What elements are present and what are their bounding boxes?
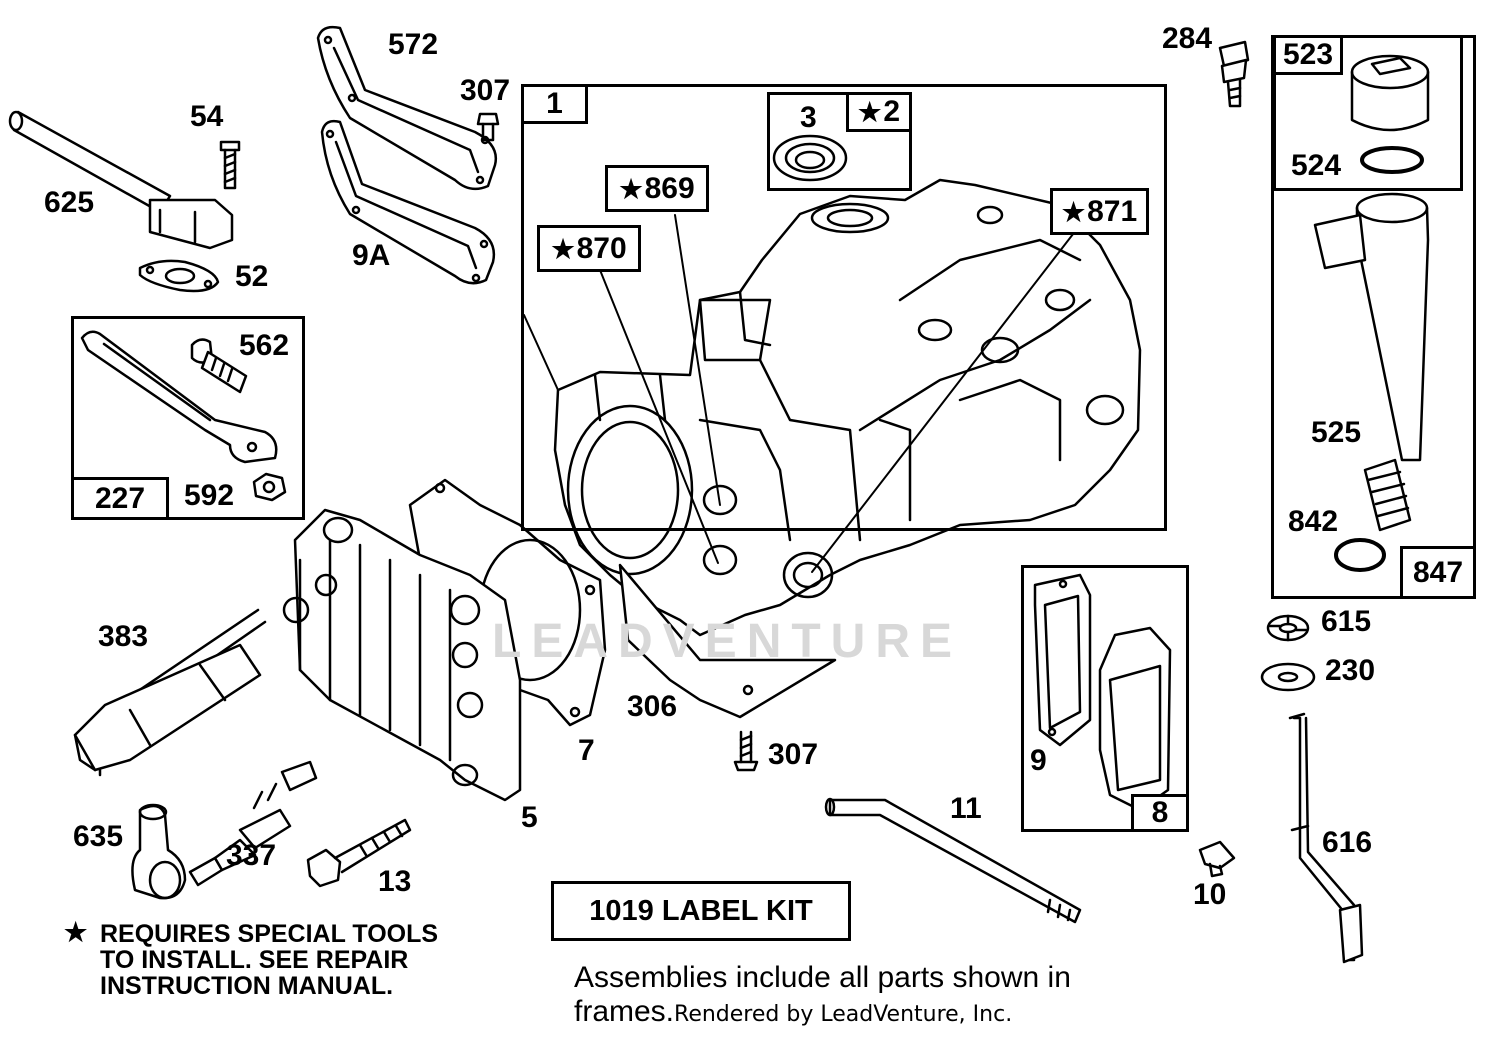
frame-tube-847: [1271, 35, 1476, 599]
part-635-boot-drawing: [132, 805, 185, 898]
label-592: 592: [184, 479, 235, 512]
frame-seal-3: [767, 92, 912, 191]
part-524-oring-drawing: [1362, 148, 1422, 172]
tag-847: 847: [1400, 546, 1476, 599]
tag-star-2: ★2: [846, 92, 912, 132]
label-616: 616: [1322, 826, 1373, 859]
part-337-spark-plug-drawing: [190, 762, 316, 885]
label-842: 842: [1288, 505, 1339, 538]
star-icon: ★: [858, 97, 882, 127]
part-11-tube-drawing: [826, 799, 1080, 922]
label-52: 52: [235, 260, 269, 293]
footer-line-1: Assemblies include all parts shown in: [574, 961, 1071, 994]
label-306: 306: [627, 690, 678, 723]
label-kit-box: 1019 LABEL KIT: [551, 881, 851, 941]
part-307-top-screw-drawing: [478, 114, 498, 140]
part-9-gasket-drawing: [1035, 575, 1090, 745]
part-572-gasket-drawing: [318, 27, 496, 189]
star-icon: ★: [619, 173, 643, 204]
part-842-oring-drawing: [1336, 540, 1384, 570]
part-616-dipstick-drawing: [1290, 714, 1362, 962]
footer-line-2: frames.Rendered by LeadVenture, Inc.: [574, 995, 1012, 1032]
part-9A-gasket-drawing: [322, 121, 494, 283]
star-icon: ★: [551, 233, 575, 264]
label-54: 54: [190, 100, 224, 133]
tag-star-870: ★870: [537, 225, 641, 272]
frame-link-227: [71, 316, 305, 520]
special-tools-line-3: INSTRUCTION MANUAL.: [100, 972, 394, 1000]
block-leader-lines: [524, 215, 1080, 572]
label-230: 230: [1325, 654, 1376, 687]
part-307-mid-screw-drawing: [735, 732, 757, 770]
label-kit-text: 1019 LABEL KIT: [589, 894, 813, 927]
part-615-washer-drawing: [1268, 616, 1308, 640]
label-572: 572: [388, 28, 439, 61]
label-284: 284: [1162, 22, 1213, 55]
part-5-cylinder-head-drawing: [284, 510, 520, 800]
part-10-fitting-drawing: [1200, 842, 1234, 876]
part-13-bolt-drawing: [308, 820, 410, 886]
frame-cover-8: [1021, 565, 1189, 832]
special-tools-note: ★: [64, 917, 88, 947]
label-9: 9: [1030, 744, 1047, 777]
special-tools-line-1: REQUIRES SPECIAL TOOLS: [100, 920, 439, 948]
label-11: 11: [950, 792, 982, 825]
tag-523: 523: [1273, 35, 1343, 75]
part-625-tube-drawing: [10, 112, 232, 248]
part-383-tool-drawing: [75, 610, 265, 775]
part-523-cap-drawing: [1352, 56, 1428, 130]
label-524: 524: [1291, 149, 1342, 182]
tag-star-871: ★871: [1050, 188, 1149, 235]
tag-227: 227: [71, 477, 169, 520]
label-383: 383: [98, 620, 149, 653]
label-525: 525: [1311, 416, 1362, 449]
part-227-link-drawing: [82, 332, 276, 462]
tag-star-869: ★869: [605, 165, 709, 212]
part-284-screw-drawing: [1220, 42, 1248, 106]
label-615: 615: [1321, 605, 1372, 638]
part-592-nut-drawing: [254, 474, 285, 500]
label-625: 625: [44, 186, 95, 219]
special-tools-line-2: TO INSTALL. SEE REPAIR: [100, 946, 409, 974]
label-5: 5: [521, 801, 538, 834]
label-13: 13: [378, 865, 412, 898]
part-525-tube-drawing: [1315, 194, 1428, 530]
frame-block-1: [521, 84, 1167, 531]
label-10: 10: [1193, 878, 1227, 911]
footer-credit: Rendered by LeadVenture, Inc.: [674, 1002, 1013, 1027]
label-307-mid: 307: [768, 738, 819, 771]
label-7: 7: [578, 734, 595, 767]
part-562-bolt-drawing: [192, 340, 246, 392]
footer-frames-text: frames.: [574, 995, 675, 1028]
part-52-gasket-drawing: [140, 261, 218, 291]
tag-8: 8: [1131, 794, 1189, 832]
star-icon: ★: [1061, 196, 1086, 227]
label-3: 3: [800, 101, 817, 134]
part-3-seal-drawing: [774, 136, 846, 180]
watermark: LEADVENTURE: [492, 615, 963, 668]
label-307-top: 307: [460, 74, 511, 107]
part-8-cover-drawing: [1100, 628, 1170, 810]
label-562: 562: [239, 329, 290, 362]
tag-1: 1: [521, 84, 588, 124]
label-337: 337: [226, 839, 277, 872]
part-54-bolt-drawing: [221, 142, 239, 188]
label-635: 635: [73, 820, 124, 853]
star-icon: ★: [64, 917, 88, 947]
label-9A: 9A: [352, 239, 391, 272]
part-306-gasket-drawing: [620, 565, 835, 717]
part-230-washer-drawing: [1262, 664, 1314, 690]
